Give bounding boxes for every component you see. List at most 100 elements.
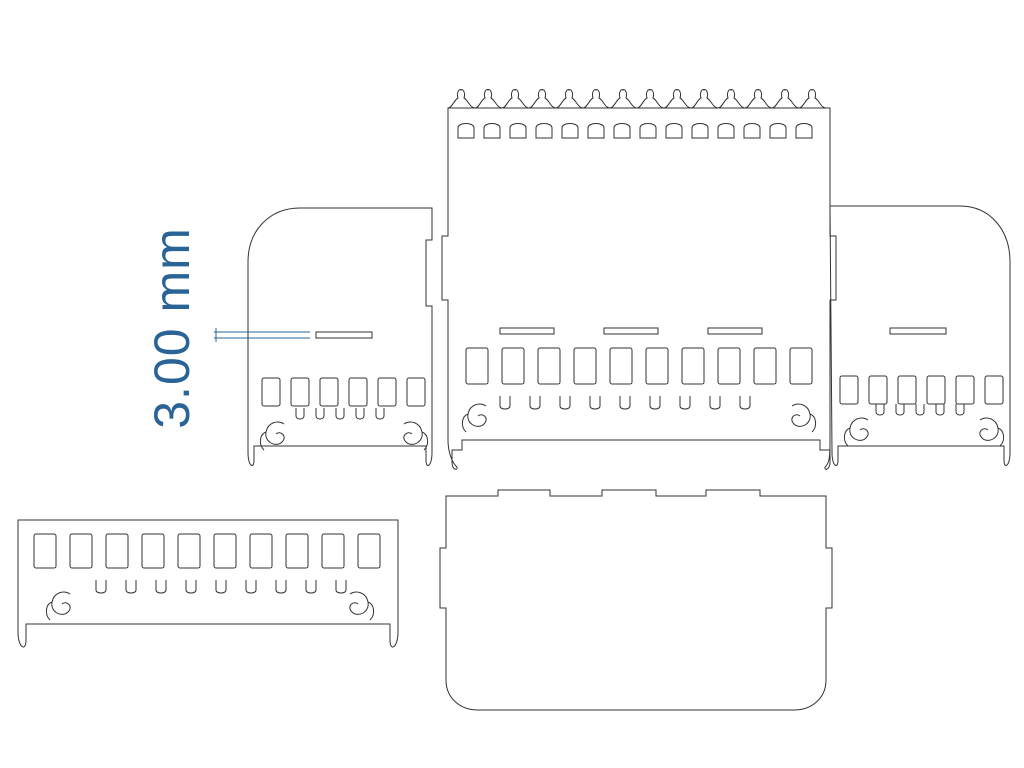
fringe-tab xyxy=(276,580,286,593)
fringe-tab xyxy=(710,396,720,409)
window-cutout xyxy=(646,348,668,384)
fringe-tab xyxy=(336,580,346,593)
fringe-tab xyxy=(876,404,884,415)
fringe-tab xyxy=(186,580,196,593)
front-top-holes xyxy=(458,124,812,139)
arch-cutout xyxy=(640,124,656,139)
arch-cutout xyxy=(484,124,500,139)
arch-cutout xyxy=(744,124,760,139)
fringe-tab xyxy=(500,396,510,409)
fringe-tab xyxy=(620,396,630,409)
arch-cutout xyxy=(692,124,708,139)
arch-cutout xyxy=(458,124,474,139)
front-panel-outline xyxy=(442,108,836,469)
fringe-tab xyxy=(560,396,570,409)
back-panel-outline xyxy=(18,520,398,647)
fringe-tab xyxy=(936,404,944,415)
window-cutout xyxy=(291,378,309,406)
fringe-tab xyxy=(530,396,540,409)
arch-cutout xyxy=(718,124,734,139)
window-cutout xyxy=(610,348,632,384)
fringe-tab xyxy=(126,580,136,593)
arch-cutout xyxy=(536,124,552,139)
left-side-slot xyxy=(316,332,372,338)
window-cutout xyxy=(898,376,916,404)
front-fringe xyxy=(500,396,750,409)
fringe-tab xyxy=(336,408,344,419)
fringe-tab xyxy=(680,396,690,409)
base-panel xyxy=(440,490,832,710)
fringe-tab xyxy=(956,404,964,415)
window-cutout xyxy=(286,534,308,568)
front-windows xyxy=(466,348,812,384)
window-cutout xyxy=(790,348,812,384)
arch-cutout xyxy=(666,124,682,139)
window-cutout xyxy=(214,534,236,568)
tab-slot xyxy=(500,328,554,334)
arch-cutout xyxy=(796,124,812,139)
fringe-tab xyxy=(246,580,256,593)
fringe-tab xyxy=(316,408,324,419)
left-side-fringe xyxy=(296,408,384,419)
window-cutout xyxy=(718,348,740,384)
window-cutout xyxy=(407,378,425,406)
arch-cutout xyxy=(614,124,630,139)
fringe-tab xyxy=(356,408,364,419)
window-cutout xyxy=(538,348,560,384)
back-panel-windows xyxy=(34,534,380,568)
front-panel xyxy=(442,89,836,469)
window-cutout xyxy=(70,534,92,568)
scroll-ornament xyxy=(45,591,71,621)
window-cutout xyxy=(754,348,776,384)
window-cutout xyxy=(262,378,280,406)
base-panel-outline xyxy=(440,490,832,710)
right-side-windows xyxy=(840,376,1003,404)
left-side-windows xyxy=(262,378,425,406)
front-slots xyxy=(500,328,762,334)
window-cutout xyxy=(682,348,704,384)
arch-cutout xyxy=(510,124,526,139)
scroll-ornament xyxy=(979,417,1005,447)
fringe-tab xyxy=(740,396,750,409)
left-side-outline xyxy=(248,208,432,466)
window-cutout xyxy=(320,378,338,406)
window-cutout xyxy=(250,534,272,568)
window-cutout xyxy=(466,348,488,384)
right-side-fringe xyxy=(876,404,964,415)
window-cutout xyxy=(349,378,367,406)
right-side-panel xyxy=(830,206,1010,466)
tab-slot xyxy=(708,328,762,334)
fringe-tab xyxy=(650,396,660,409)
arch-cutout xyxy=(770,124,786,139)
scroll-ornament xyxy=(843,417,869,447)
crown-crenellations xyxy=(448,89,826,108)
window-cutout xyxy=(869,376,887,404)
dimension-callout xyxy=(214,328,310,342)
arch-cutout xyxy=(562,124,578,139)
left-side-panel xyxy=(248,208,432,466)
fringe-tab xyxy=(896,404,904,415)
fringe-tab xyxy=(156,580,166,593)
window-cutout xyxy=(956,376,974,404)
arch-cutout xyxy=(588,124,604,139)
fringe-tab xyxy=(216,580,226,593)
right-side-slot xyxy=(890,328,946,334)
window-cutout xyxy=(927,376,945,404)
fringe-tab xyxy=(590,396,600,409)
right-side-outline xyxy=(830,206,1010,466)
scroll-ornament-left xyxy=(461,403,487,433)
window-cutout xyxy=(574,348,596,384)
fringe-tab xyxy=(306,580,316,593)
window-cutout xyxy=(840,376,858,404)
tab-slot xyxy=(604,328,658,334)
fringe-tab xyxy=(96,580,106,593)
window-cutout xyxy=(178,534,200,568)
window-cutout xyxy=(322,534,344,568)
window-cutout xyxy=(142,534,164,568)
window-cutout xyxy=(358,534,380,568)
back-panel-fringe xyxy=(96,580,346,593)
back-panel xyxy=(18,520,398,647)
window-cutout xyxy=(34,534,56,568)
fringe-tab xyxy=(296,408,304,419)
